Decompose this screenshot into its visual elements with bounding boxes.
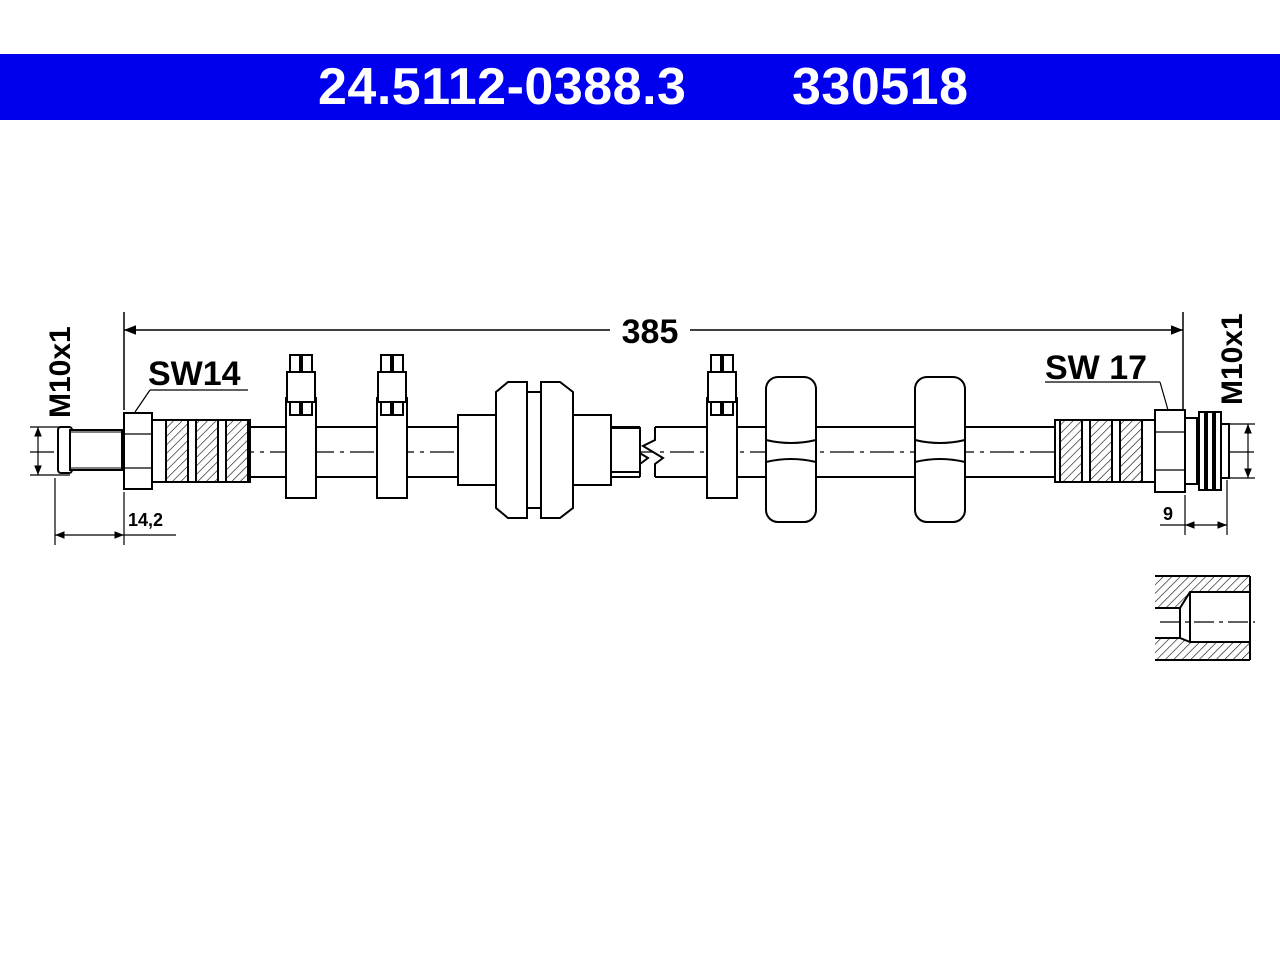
right-thread-dimension [1220,423,1255,479]
left-fitting [57,412,251,490]
right-offset-dimension [1160,480,1228,535]
overall-length-label: 385 [622,313,679,351]
center-grommet [457,381,641,519]
part-number: 24.5112-0388.3 [318,58,687,116]
left-thread-dimension [30,426,70,476]
right-wrench-label: SW 17 [1045,349,1147,387]
right-fitting [1054,409,1230,493]
protective-sleeve-2 [914,376,966,523]
left-offset-dimension [54,478,176,545]
left-offset-label: 14,2 [128,510,163,530]
sw14-leader [134,389,151,413]
clip-3 [706,354,738,499]
left-thread-label: M10x1 [44,326,77,418]
right-offset-label: 9 [1163,504,1173,524]
reference-number: 330518 [792,58,969,116]
header-banner: 24.5112-0388.3 330518 [0,54,1280,120]
right-thread-label: M10x1 [1216,313,1249,405]
clip-2 [376,354,408,499]
sw17-leader [1159,381,1169,411]
protective-sleeve-1 [765,376,817,523]
overall-length-dimension [123,312,1184,410]
left-wrench-label: SW14 [148,355,241,393]
clip-1 [285,354,317,499]
port-section-detail [1155,575,1255,661]
